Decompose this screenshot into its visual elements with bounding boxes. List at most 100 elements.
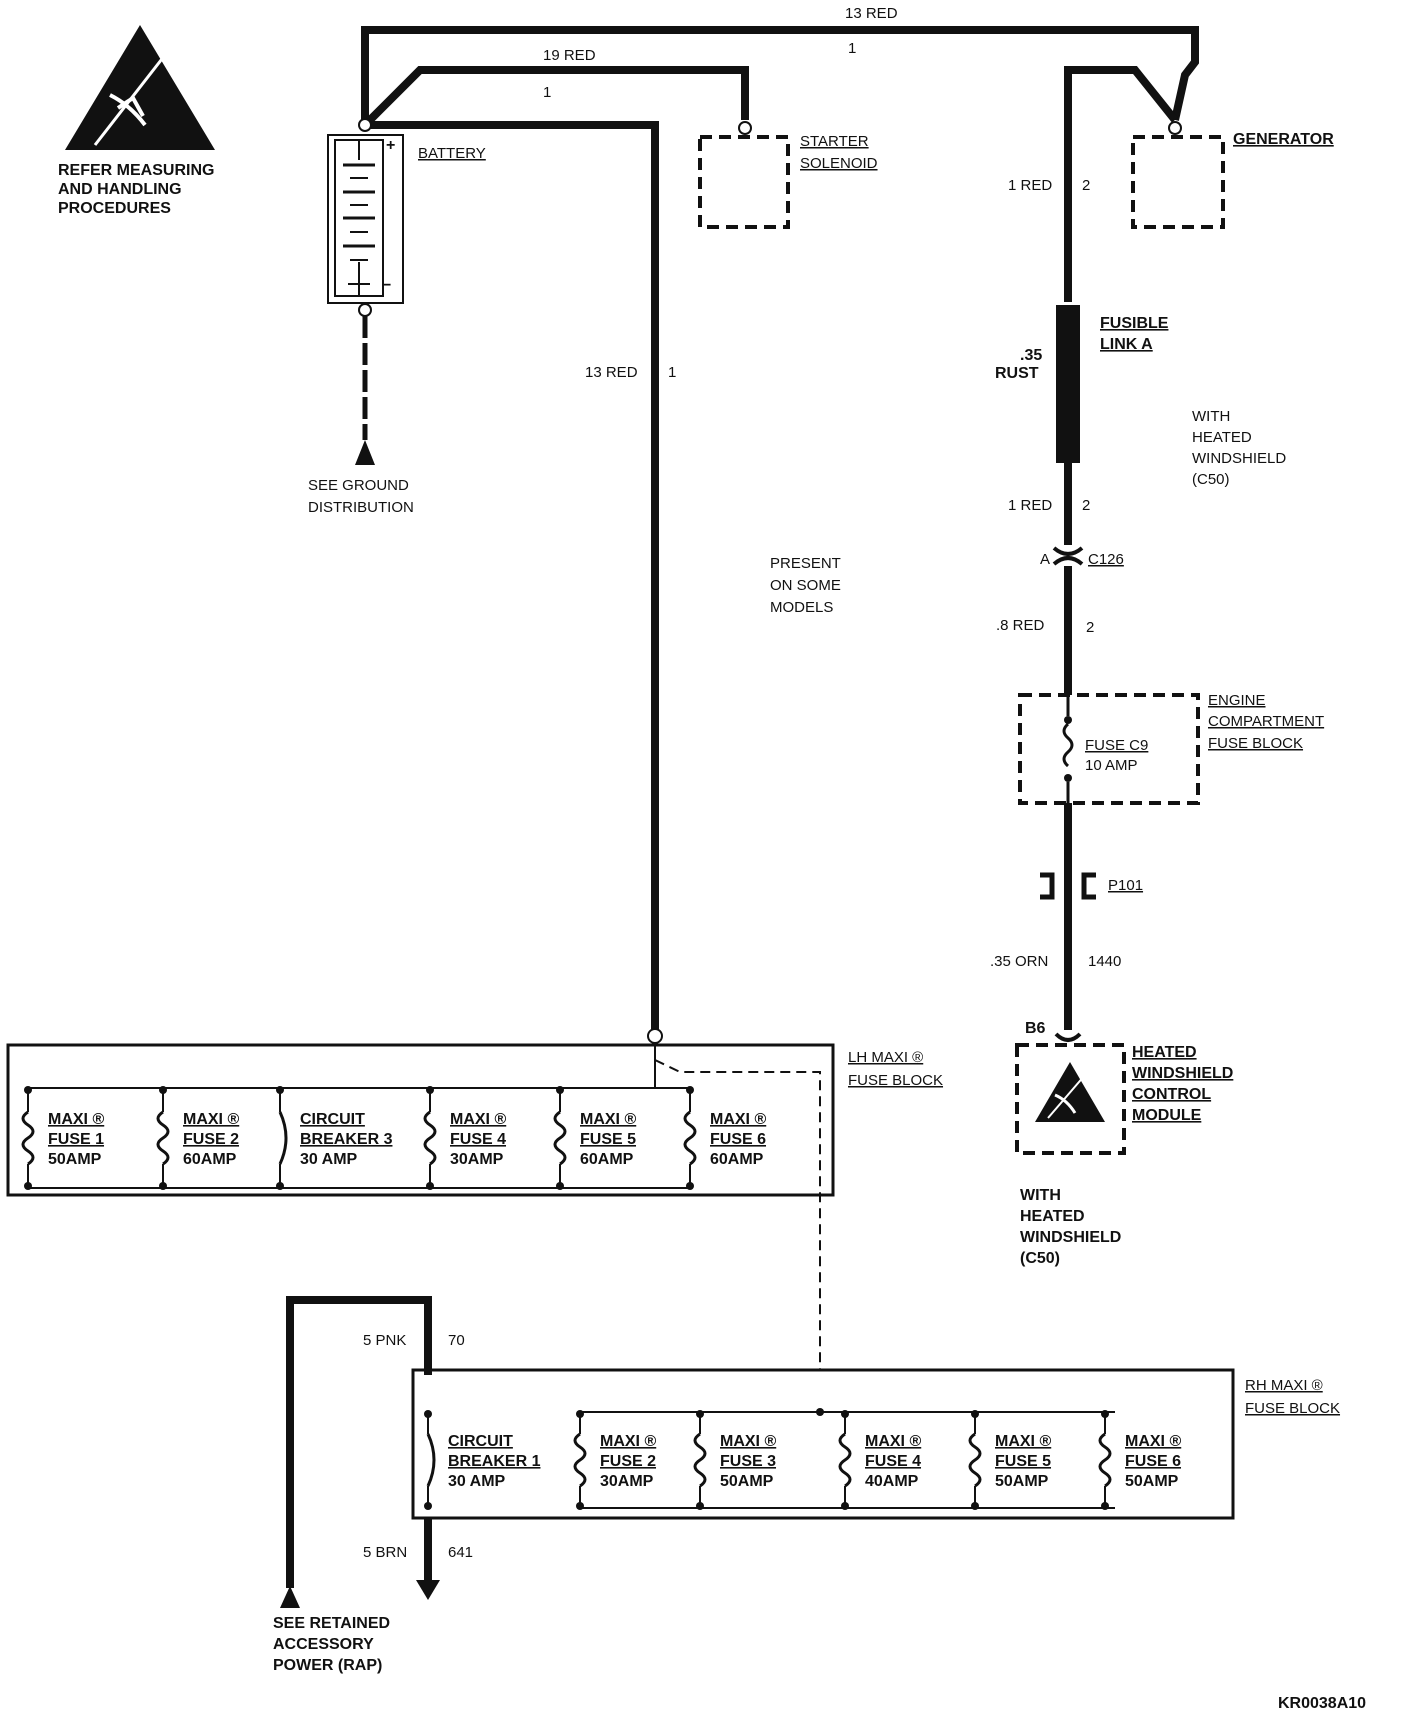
rh-fuse-6-label-1: MAXI ® <box>1125 1433 1181 1450</box>
rh-fuse-6-bottom-node <box>1101 1502 1109 1510</box>
lh-fuse-2-top-node <box>159 1086 167 1094</box>
ground-arrow-icon <box>355 440 375 465</box>
brn-arrow-icon <box>416 1580 440 1600</box>
rap-label-3: POWER (RAP) <box>273 1657 382 1674</box>
gen-wire1-circuit: 2 <box>1082 177 1090 194</box>
battery-minus: − <box>382 277 391 294</box>
figure-id: KR0038A10 <box>1278 1695 1366 1712</box>
p101-label: P101 <box>1108 877 1143 894</box>
lh-fuse-1-bottom-node <box>24 1182 32 1190</box>
b6-connector-icon <box>1054 1032 1082 1042</box>
c126-pin: A <box>1040 551 1050 568</box>
ground-label-1: SEE GROUND <box>308 477 409 494</box>
lh-fuse-5-rating: 60AMP <box>580 1151 634 1168</box>
lh-fuse-4-icon <box>423 1110 437 1166</box>
lh-input-terminal <box>647 1028 663 1044</box>
heated-note1-line1: WITH <box>1192 408 1230 425</box>
rh-fuse-3-icon <box>693 1432 707 1488</box>
pnk-wire-circuit: 70 <box>448 1332 465 1349</box>
esd-note-line3: PROCEDURES <box>58 200 171 217</box>
lh-fuse-2-icon <box>156 1110 170 1166</box>
rh-fuse-2-icon <box>573 1432 587 1488</box>
rh-fuse-5-top-node <box>971 1410 979 1418</box>
lh-fuse-2-rating: 60AMP <box>183 1151 237 1168</box>
brn-wire-circuit: 641 <box>448 1544 473 1561</box>
heated-note2-line4: (C50) <box>1020 1250 1060 1267</box>
present-note-2: ON SOME <box>770 577 841 594</box>
rap-label-1: SEE RETAINED <box>273 1615 390 1632</box>
lh-fuse-3-top-node <box>276 1086 284 1094</box>
c126-name: C126 <box>1088 551 1124 568</box>
wire-13-red-left <box>365 121 659 1030</box>
starter-terminal <box>738 121 752 135</box>
brn-wire-size: 5 BRN <box>363 1544 407 1561</box>
orn-wire-size: .35 ORN <box>990 953 1048 970</box>
lh-breaker-3-icon <box>278 1111 288 1165</box>
lh-block-name-1: LH MAXI ® <box>848 1049 923 1066</box>
rh-maxi-fuse-block <box>411 1368 1235 1520</box>
module-name-2: WINDSHIELD <box>1132 1065 1233 1082</box>
heated-note2-line3: WINDSHIELD <box>1020 1229 1121 1246</box>
rh-fuse-1-label-1: CIRCUIT <box>448 1433 513 1450</box>
rh-fuse-5-icon <box>968 1432 982 1488</box>
esd-note-line1: REFER MEASURING <box>58 162 214 179</box>
lh-fuse-5-bottom-node <box>556 1182 564 1190</box>
lh-fuse-4-label-1: MAXI ® <box>450 1111 506 1128</box>
fusible-name-1: FUSIBLE <box>1100 315 1169 332</box>
lh-block-name-2: FUSE BLOCK <box>848 1072 943 1089</box>
rh-fuse-1-top-node <box>424 1410 432 1418</box>
rh-fuse-4-label-2: FUSE 4 <box>865 1453 921 1470</box>
lh-fuse-6-bottom-node <box>686 1182 694 1190</box>
rh-fuse-2-label-1: MAXI ® <box>600 1433 656 1450</box>
fuse-c9-top-node <box>1064 716 1072 724</box>
ground-label-2: DISTRIBUTION <box>308 499 414 516</box>
lh-fuse-5-label-2: FUSE 5 <box>580 1131 636 1148</box>
heated-note1-line3: WINDSHIELD <box>1192 450 1286 467</box>
lh-fuse-6-label-1: MAXI ® <box>710 1111 766 1128</box>
rh-fuse-5-rating: 50AMP <box>995 1473 1049 1490</box>
c126-connector-icon <box>1052 546 1084 566</box>
module-pin: B6 <box>1025 1020 1046 1037</box>
rh-fuse-1-bottom-node <box>424 1502 432 1510</box>
heated-note2-line2: HEATED <box>1020 1208 1085 1225</box>
fuse-c9-icon <box>1062 722 1074 768</box>
rh-fuse-4-bottom-node <box>841 1502 849 1510</box>
present-note-3: MODELS <box>770 599 833 616</box>
rh-block-name-1: RH MAXI ® <box>1245 1377 1323 1394</box>
generator-box <box>1131 135 1225 229</box>
gen-wire2-circuit: 2 <box>1082 497 1090 514</box>
lh-fuse-3-bottom-node <box>276 1182 284 1190</box>
rh-fuse-4-icon <box>838 1432 852 1488</box>
lh-fuse-4-label-2: FUSE 4 <box>450 1131 506 1148</box>
wire-19-circuit-label: 1 <box>543 84 551 101</box>
lh-fuse-3-rating: 30 AMP <box>300 1151 358 1168</box>
rh-input-node <box>816 1408 824 1416</box>
rh-block-name-2: FUSE BLOCK <box>1245 1400 1340 1417</box>
engine-fuse-block-box <box>1018 693 1200 805</box>
gen-wire1-size: 1 RED <box>1008 177 1052 194</box>
gen-wire3-circuit: 2 <box>1086 619 1094 636</box>
lh-fuse-3-label-1: CIRCUIT <box>300 1111 365 1128</box>
battery-positive-terminal <box>358 118 372 132</box>
lh-fuse-2-bottom-node <box>159 1182 167 1190</box>
esd-note-line2: AND HANDLING <box>58 181 182 198</box>
rh-fuse-3-top-node <box>696 1410 704 1418</box>
lh-fuse-1-rating: 50AMP <box>48 1151 102 1168</box>
heated-note2-line1: WITH <box>1020 1187 1061 1204</box>
lh-rh-dashed-link <box>654 1059 821 1408</box>
rh-fuse-4-label-1: MAXI ® <box>865 1433 921 1450</box>
rh-fuse-3-label-1: MAXI ® <box>720 1433 776 1450</box>
fusible-name-2: LINK A <box>1100 336 1153 353</box>
lh-fuse-6-top-node <box>686 1086 694 1094</box>
p101-connector-icon <box>1040 872 1096 900</box>
rh-breaker-1-icon <box>426 1433 436 1487</box>
fusible-size-1: .35 <box>1020 347 1042 364</box>
lh-fuse-5-label-1: MAXI ® <box>580 1111 636 1128</box>
esd-warning-icon <box>65 25 215 150</box>
rh-fuse-2-rating: 30AMP <box>600 1473 654 1490</box>
lh-fuse-4-rating: 30AMP <box>450 1151 504 1168</box>
lh-fuse-6-label-2: FUSE 6 <box>710 1131 766 1148</box>
generator-label: GENERATOR <box>1233 131 1334 148</box>
gen-wire2-size: 1 RED <box>1008 497 1052 514</box>
rh-fuse-4-top-node <box>841 1410 849 1418</box>
